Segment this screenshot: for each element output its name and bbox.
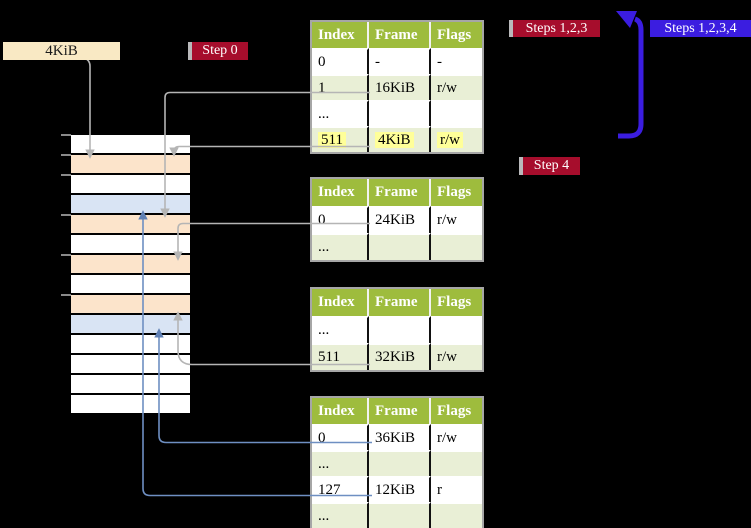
steps1234-arrow xyxy=(616,11,644,139)
memory-frame-row-6 xyxy=(71,255,190,273)
column-header-frame: Frame xyxy=(369,289,431,316)
table-cell-r3-c2 xyxy=(431,502,482,528)
table-cell-r1-c0: 511 xyxy=(312,343,369,370)
table-cell-r1-c1 xyxy=(369,450,431,476)
table-cell-r0-c0: 0 xyxy=(312,48,369,74)
table-cell-r2-c0: ... xyxy=(312,100,369,126)
memory-address-tick xyxy=(61,154,71,156)
memory-address-tick xyxy=(61,254,71,256)
steps1234-label: Steps 1,2,3,4 xyxy=(650,20,751,37)
column-header-flags: Flags xyxy=(431,179,482,206)
page-size-label: 4KiB xyxy=(3,42,120,60)
table-cell-r1-c0: ... xyxy=(312,450,369,476)
table-cell-r3-c1: 4KiB xyxy=(369,126,431,152)
table-cell-r0-c1: 36KiB xyxy=(369,424,431,450)
memory-frame-row-2 xyxy=(71,175,190,193)
memory-address-tick xyxy=(61,174,71,176)
memory-column xyxy=(71,135,190,415)
step4-label: Step 4 xyxy=(519,157,580,175)
column-header-index: Index xyxy=(312,22,369,48)
column-header-frame: Frame xyxy=(369,398,431,424)
column-header-index: Index xyxy=(312,398,369,424)
highlighted-value: 511 xyxy=(318,132,346,148)
table-cell-r1-c2: r/w xyxy=(431,74,482,100)
column-header-flags: Flags xyxy=(431,398,482,424)
table-cell-r0-c2: - xyxy=(431,48,482,74)
memory-address-tick xyxy=(61,214,71,216)
table-cell-r0-c1: 24KiB xyxy=(369,206,431,233)
table-cell-r0-c0: ... xyxy=(312,316,369,343)
steps123-label: Steps 1,2,3 xyxy=(509,20,600,37)
table-cell-r1-c0: ... xyxy=(312,233,369,260)
table-cell-r2-c1: 12KiB xyxy=(369,476,431,502)
table-cell-r1-c2: r/w xyxy=(431,343,482,370)
highlighted-value: r/w xyxy=(437,132,463,148)
memory-frame-row-12 xyxy=(71,375,190,393)
table-cell-r3-c2: r/w xyxy=(431,126,482,152)
table-cell-r1-c2 xyxy=(431,233,482,260)
memory-frame-row-0 xyxy=(71,135,190,153)
table-cell-r1-c1 xyxy=(369,233,431,260)
column-header-index: Index xyxy=(312,289,369,316)
column-header-index: Index xyxy=(312,179,369,206)
memory-frame-row-5 xyxy=(71,235,190,253)
column-header-flags: Flags xyxy=(431,22,482,48)
table-cell-r1-c1: 32KiB xyxy=(369,343,431,370)
memory-frame-row-13 xyxy=(71,395,190,413)
memory-address-tick xyxy=(61,294,71,296)
column-header-frame: Frame xyxy=(369,179,431,206)
table-cell-r0-c2: r/w xyxy=(431,206,482,233)
memory-frame-row-7 xyxy=(71,275,190,293)
table-cell-r0-c2 xyxy=(431,316,482,343)
table-cell-r1-c1: 16KiB xyxy=(369,74,431,100)
table-cell-r0-c2: r/w xyxy=(431,424,482,450)
table-cell-r2-c2: r xyxy=(431,476,482,502)
memory-frame-row-1 xyxy=(71,155,190,173)
memory-frame-row-10 xyxy=(71,335,190,353)
table-cell-r0-c0: 0 xyxy=(312,424,369,450)
table-cell-r0-c0: 0 xyxy=(312,206,369,233)
memory-address-tick xyxy=(61,134,71,136)
memory-frame-row-9 xyxy=(71,315,190,333)
table-cell-r1-c0: 1 xyxy=(312,74,369,100)
table-cell-r2-c1 xyxy=(369,100,431,126)
memory-frame-row-11 xyxy=(71,355,190,373)
memory-frame-row-3 xyxy=(71,195,190,213)
table-cell-r0-c1 xyxy=(369,316,431,343)
column-header-frame: Frame xyxy=(369,22,431,48)
table-cell-r1-c2 xyxy=(431,450,482,476)
table-cell-r2-c0: 127 xyxy=(312,476,369,502)
table-cell-r3-c0: 511 xyxy=(312,126,369,152)
column-header-flags: Flags xyxy=(431,289,482,316)
table-cell-r3-c1 xyxy=(369,502,431,528)
highlighted-value: 4KiB xyxy=(375,132,414,148)
table-cell-r0-c1: - xyxy=(369,48,431,74)
table-cell-r2-c2 xyxy=(431,100,482,126)
memory-frame-row-4 xyxy=(71,215,190,233)
table-cell-r3-c0: ... xyxy=(312,502,369,528)
step0-label: Step 0 xyxy=(188,42,248,60)
memory-frame-row-8 xyxy=(71,295,190,313)
